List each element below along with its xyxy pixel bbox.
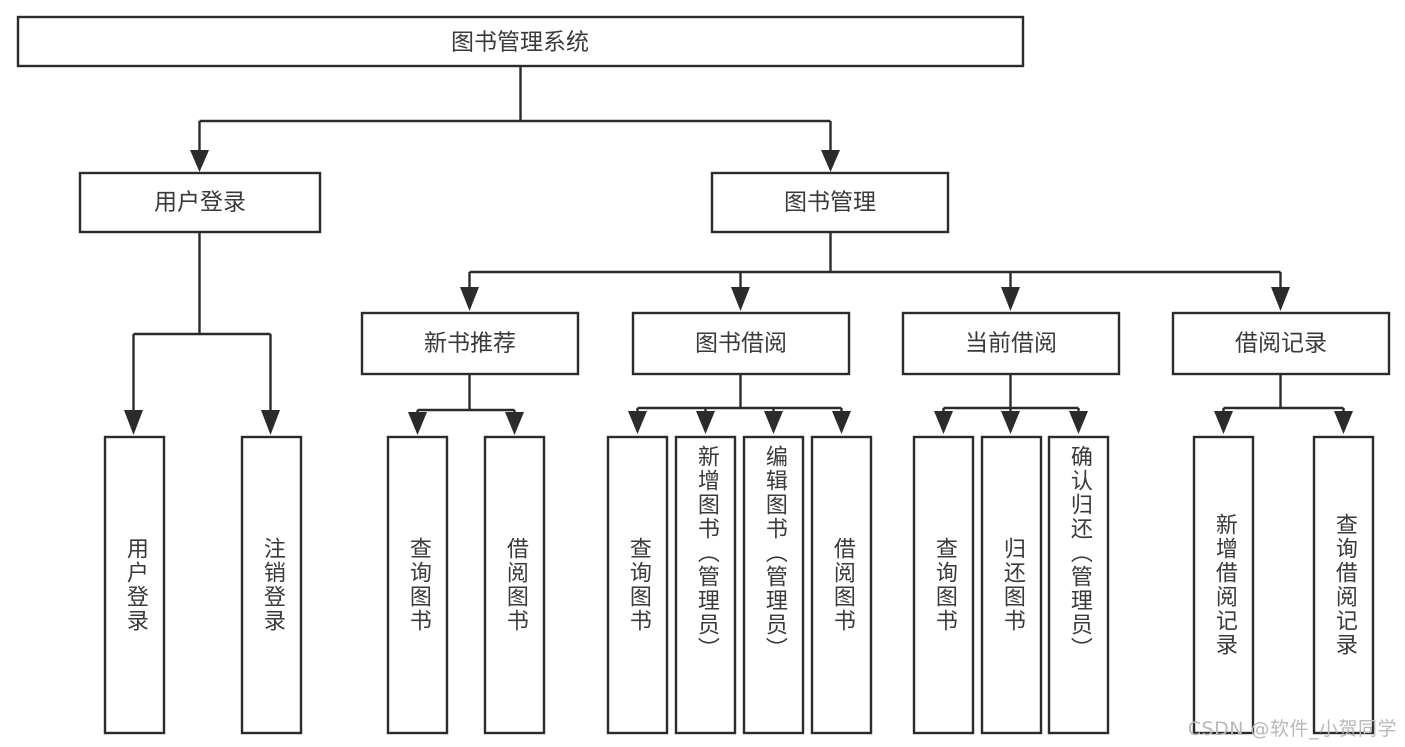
leaf-box-user-login-2[interactable] (240, 435, 303, 735)
node-current-borrow-box[interactable] (901, 311, 1121, 376)
arrow-head-level2-4 (1271, 287, 1290, 311)
arrow-head-borrow-record-1 (1214, 411, 1233, 434)
arrow-head-level2-1 (460, 287, 479, 311)
arrow-head-user-login-1 (124, 410, 143, 435)
node-book-borrow-box[interactable] (631, 311, 851, 376)
node-new-book-label: 新书推荐 (424, 331, 516, 357)
node-root-box[interactable] (16, 15, 1025, 68)
arrow-head-level1-left (190, 150, 209, 172)
node-book-borrow-label: 图书借阅 (695, 331, 787, 357)
arrow-head-new-book-2 (505, 412, 524, 435)
arrow-head-book-borrow-4 (832, 411, 851, 434)
leaf-box-book-borrow-1[interactable] (606, 435, 669, 735)
node-book-manage-label: 图书管理 (784, 190, 876, 216)
leaf-box-current-borrow-2[interactable] (980, 435, 1043, 735)
node-root-label: 图书管理系统 (451, 30, 589, 56)
leaf-box-borrow-record-1[interactable] (1192, 435, 1255, 735)
arrow-head-level1-right (821, 150, 840, 172)
leaf-box-current-borrow-1[interactable] (912, 435, 975, 735)
leaf-box-current-borrow-3[interactable] (1047, 435, 1110, 735)
arrow-head-level2-2 (731, 287, 750, 311)
node-borrow-record-box[interactable] (1171, 311, 1391, 376)
arrow-head-book-borrow-1 (628, 411, 647, 434)
leaf-box-borrow-record-2[interactable] (1312, 435, 1375, 735)
arrow-head-user-login-2 (261, 410, 280, 435)
node-current-borrow-label: 当前借阅 (965, 331, 1057, 357)
leaf-box-book-borrow-3[interactable] (742, 435, 805, 735)
node-user-login-label: 用户登录 (154, 190, 246, 216)
watermark-text: CSDN @软件_小贺同学 (1187, 718, 1397, 740)
arrow-head-current-borrow-2 (1001, 411, 1020, 434)
arrow-head-level2-3 (1001, 287, 1020, 311)
node-borrow-record-label: 借阅记录 (1235, 331, 1327, 357)
arrow-head-book-borrow-3 (764, 411, 783, 434)
leaf-box-new-book-1[interactable] (386, 435, 449, 735)
leaf-box-new-book-2[interactable] (483, 435, 546, 735)
arrow-head-borrow-record-2 (1334, 411, 1353, 434)
arrow-head-current-borrow-1 (934, 411, 953, 434)
node-book-manage-box[interactable] (710, 171, 950, 234)
arrow-head-new-book-1 (408, 412, 427, 435)
arrow-head-book-borrow-2 (696, 411, 715, 434)
leaf-box-book-borrow-2[interactable] (674, 435, 737, 735)
leaf-box-user-login-1[interactable] (103, 435, 166, 735)
node-new-book-box[interactable] (360, 311, 580, 376)
leaf-box-book-borrow-4[interactable] (810, 435, 873, 735)
arrow-head-current-borrow-3 (1069, 411, 1088, 434)
